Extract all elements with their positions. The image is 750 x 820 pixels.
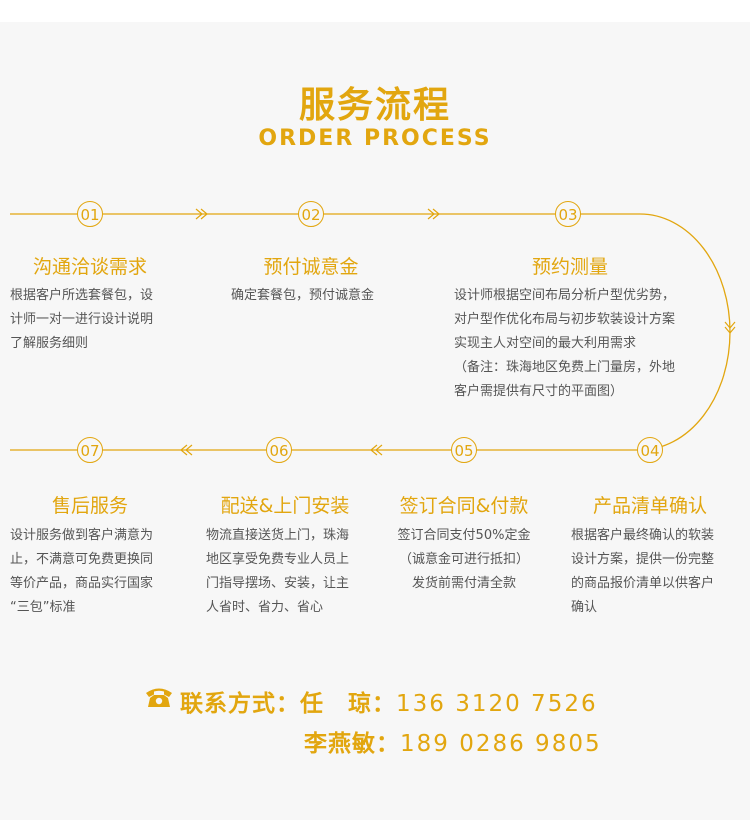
desc-line: 计师一对一进行设计说明 [10,312,154,327]
step-title-04: 产品清单确认 [592,495,707,517]
step-desc-04: 根据客户最终确认的软装 设计方案，提供一份完整 的商品报价清单以供客户 确认 [571,524,746,620]
desc-line: 设计服务做到客户满意为 [10,528,154,543]
desc-line: （备注：珠海地区免费上门量房，外地 [454,360,676,375]
desc-line: 地区享受免费专业人员上 [206,552,350,567]
step-title-06: 配送&上门安装 [220,495,350,517]
contact-phone: 189 0286 9805 [400,731,602,757]
desc-line: 确定套餐包，预付诚意金 [231,288,375,303]
chevron-left-icon [375,444,383,456]
chevron-right-icon [200,208,208,220]
desc-line: 确认 [571,600,598,615]
step-desc-07: 设计服务做到客户满意为 止，不满意可免费更换同 等价产品，商品实行国家 “三包”… [10,524,190,620]
contact-name: 李燕敏： [304,731,400,757]
phone-icon [146,688,172,707]
chevron-right-icon [427,208,435,220]
chevron-left-icon [370,444,378,456]
desc-line: “三包”标准 [10,600,76,615]
chevron-left-icon [185,444,193,456]
chevron-down-icon [724,326,736,334]
desc-line: 的商品报价清单以供客户 [571,576,715,591]
step-number-02: 02 [298,201,324,227]
section-subtitle: ORDER PROCESS [258,126,492,151]
step-title-05: 签订合同&付款 [399,495,529,517]
contact-label: 联系方式： [180,691,300,717]
desc-line: 对户型作优化布局与初步软装设计方案 [454,312,676,327]
desc-line: 物流直接送货上门，珠海 [206,528,350,543]
desc-line: 门指导摆场、安装，让主 [206,576,350,591]
chevron-down-icon [724,321,736,329]
desc-line: （诚意金可进行抵扣） [398,552,529,567]
chevron-right-icon [432,208,440,220]
contact-name: 任 琼： [300,691,396,717]
desc-line: 签订合同支付50%定金 [397,528,531,543]
contact-line-1: 联系方式：任 琼：136 3120 7526 [180,684,598,718]
step-number-05: 05 [451,437,477,463]
chevron-left-icon [180,444,188,456]
desc-line: 了解服务细则 [10,336,89,351]
desc-line: 等价产品，商品实行国家 [10,576,154,591]
desc-line: 客户需提供有尺寸的平面图） [454,384,624,399]
contact-phone: 136 3120 7526 [396,691,598,717]
step-number-07: 07 [77,437,103,463]
arrow-marks [180,208,736,456]
contact-line-2: 李燕敏：189 0286 9805 [304,724,602,758]
step-number-01: 01 [77,201,103,227]
desc-line: 实现主人对空间的最大利用需求 [454,336,637,351]
step-desc-01: 根据客户所选套餐包，设 计师一对一进行设计说明 了解服务细则 [10,284,185,356]
step-title-03: 预约测量 [531,256,608,278]
desc-line: 发货前需付清全款 [411,576,516,591]
step-number-03: 03 [555,201,581,227]
step-title-02: 预付诚意金 [263,256,359,278]
step-desc-06: 物流直接送货上门，珠海 地区享受免费专业人员上 门指导摆场、安装，让主 人省时、… [206,524,386,620]
process-panel [0,22,750,820]
step-title-07: 售后服务 [51,495,128,517]
desc-line: 根据客户所选套餐包，设 [10,288,154,303]
step-desc-02: 确定套餐包，预付诚意金 [231,284,406,308]
desc-line: 设计师根据空间布局分析户型优劣势， [454,288,676,303]
step-number-06: 06 [266,437,292,463]
desc-line: 根据客户最终确认的软装 [571,528,715,543]
section-title: 服务流程 [298,85,451,126]
desc-line: 设计方案，提供一份完整 [571,552,715,567]
step-desc-05: 签订合同支付50%定金 （诚意金可进行抵扣） 发货前需付清全款 [384,524,544,596]
step-desc-03: 设计师根据空间布局分析户型优劣势， 对户型作优化布局与初步软装设计方案 实现主人… [454,284,714,404]
desc-line: 人省时、省力、省心 [206,600,324,615]
step-number-04: 04 [637,437,663,463]
chevron-right-icon [195,208,203,220]
step-title-01: 沟通洽谈需求 [32,256,147,278]
desc-line: 止，不满意可免费更换同 [10,552,154,567]
